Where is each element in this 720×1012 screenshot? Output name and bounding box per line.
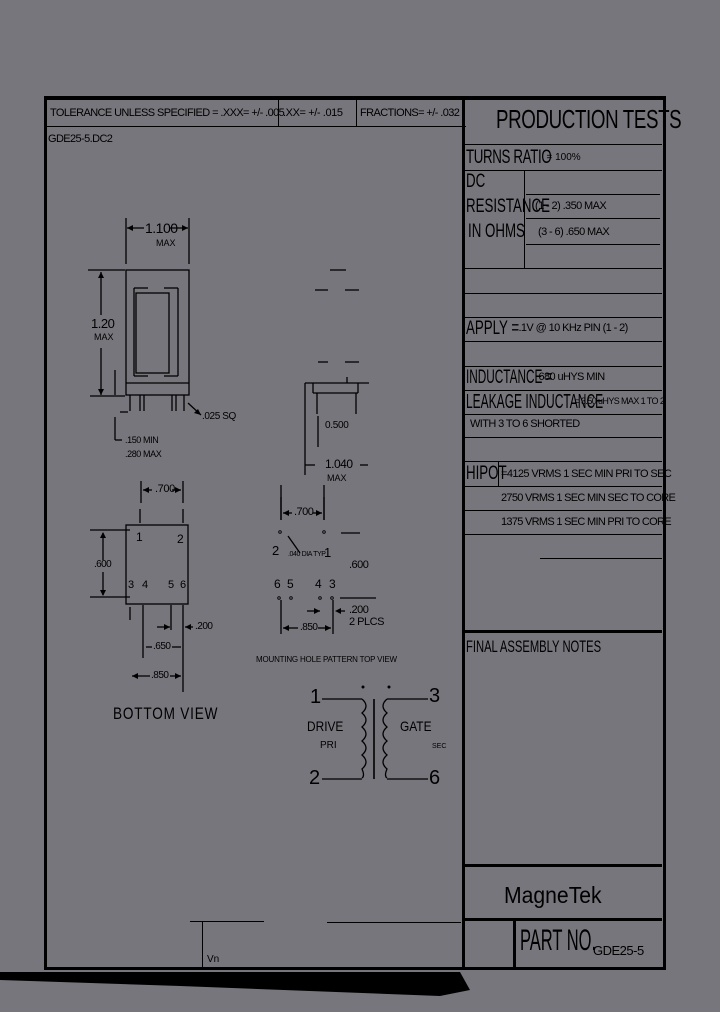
bottom-pin-6: 6: [180, 579, 187, 591]
part-no-label: PART NO.: [520, 924, 597, 957]
production-tests-title: PRODUCTION TESTS: [496, 104, 682, 134]
bottom-pin-4: 4: [142, 579, 149, 591]
turns-ratio: TURNS RATIO = 100%: [466, 147, 581, 168]
bottom-pin-2: 2: [177, 532, 184, 546]
dc-resistance-label-1: DC: [466, 171, 486, 192]
tolerance-label: TOLERANCE UNLESS SPECIFIED = .XXX= +/- .…: [50, 107, 285, 119]
company-name: MagneTek: [504, 882, 602, 908]
leakage-note: WITH 3 TO 6 SHORTED: [470, 418, 580, 430]
end-view-pin-dim: 0.500: [325, 420, 349, 431]
mount-pin-1: 1: [324, 545, 332, 560]
drawing-frame: [44, 96, 666, 970]
pin-size-dim: .025 SQ: [202, 411, 236, 422]
mount-dim-spacing-note: 2 PLCS: [349, 616, 384, 628]
tolerance-fractions: FRACTIONS= +/- .032: [360, 107, 460, 119]
pin-length-min: .150 MIN: [125, 435, 159, 445]
schematic-pin-2: 2: [309, 767, 321, 789]
dc-resistance-row-3-6: (3 - 6) .650 MAX: [538, 226, 610, 238]
mounting-pattern-title: MOUNTING HOLE PATTERN TOP VIEW: [256, 655, 397, 664]
part-no-value: GDE25-5: [593, 943, 644, 958]
mount-pin-4: 4: [315, 577, 322, 591]
drawing-id: GDE25-5.DC2: [48, 133, 113, 145]
mount-dim-height: .600: [349, 559, 369, 571]
bottom-dim-height: .600: [94, 559, 112, 570]
bottom-pin-3: 3: [128, 579, 135, 591]
schematic-pin-6: 6: [429, 767, 441, 789]
side-width-note: MAX: [156, 238, 176, 248]
hipot-row-3: 1375 VRMS 1 SEC MIN PRI TO CORE: [501, 516, 672, 528]
final-assembly-notes-title: FINAL ASSEMBLY NOTES: [466, 637, 602, 656]
bottom-dim-inner: .650: [153, 641, 171, 652]
bottom-dim-pin-spacing: .200: [195, 621, 213, 632]
bottom-view-title: BOTTOM VIEW: [113, 704, 219, 723]
mount-pin-6: 6: [274, 577, 281, 591]
mount-pin-2: 2: [272, 543, 280, 558]
dc-resistance-label-3: IN OHMS: [468, 221, 525, 242]
mount-pin-5: 5: [287, 577, 294, 591]
mount-dim-bottom: .850: [300, 622, 318, 633]
leakage-inductance-row: LEAKAGE INDUCTANCE = 3.50 uHYS MAX 1 TO …: [466, 391, 665, 413]
bottom-pin-5: 5: [168, 579, 175, 591]
hipot-row-2: 2750 VRMS 1 SEC MIN SEC TO CORE: [501, 492, 676, 504]
pin-length-max: .280 MAX: [125, 449, 162, 459]
hipot-row-1: =4125 VRMS 1 SEC MIN PRI TO SEC: [501, 468, 672, 480]
end-view-width-note: MAX: [327, 473, 347, 483]
schematic-pin-3: 3: [429, 685, 441, 707]
inductance-row: INDUCTANCE = 680 uHYS MIN: [466, 367, 605, 388]
side-height-dim: 1.20: [91, 316, 115, 331]
mount-hole-note: .040 DIA TYP: [288, 551, 326, 558]
primary-tag: PRI: [320, 740, 337, 751]
bottom-dim-top: .700: [155, 483, 175, 495]
mount-dim-spacing: .200: [349, 604, 369, 616]
schematic-pin-1: 1: [310, 686, 322, 708]
hipot-label: HIPOT: [466, 463, 507, 484]
end-view-width-dim: 1.040: [325, 457, 353, 471]
bottom-dim-outer: .850: [151, 670, 169, 681]
secondary-name: GATE: [400, 718, 432, 734]
revision-mark: Vn: [207, 954, 220, 965]
mount-dim-top: .700: [294, 506, 314, 518]
apply-row: APPLY = .1V @ 10 KHz PIN (1 - 2): [466, 318, 628, 339]
scan-edge: [0, 972, 470, 996]
tolerance-xx: .XX= +/- .015: [283, 107, 343, 119]
side-width-dim: 1.100: [145, 220, 178, 236]
secondary-tag: SEC: [432, 743, 447, 750]
primary-name: DRIVE: [307, 718, 344, 734]
bottom-pin-1: 1: [136, 530, 143, 544]
mount-pin-3: 3: [329, 577, 336, 591]
dc-resistance-row-1-2: (1 - 2) .350 MAX: [535, 200, 607, 212]
dc-resistance-label-2: RESISTANCE: [466, 196, 551, 217]
side-height-note: MAX: [94, 332, 114, 342]
